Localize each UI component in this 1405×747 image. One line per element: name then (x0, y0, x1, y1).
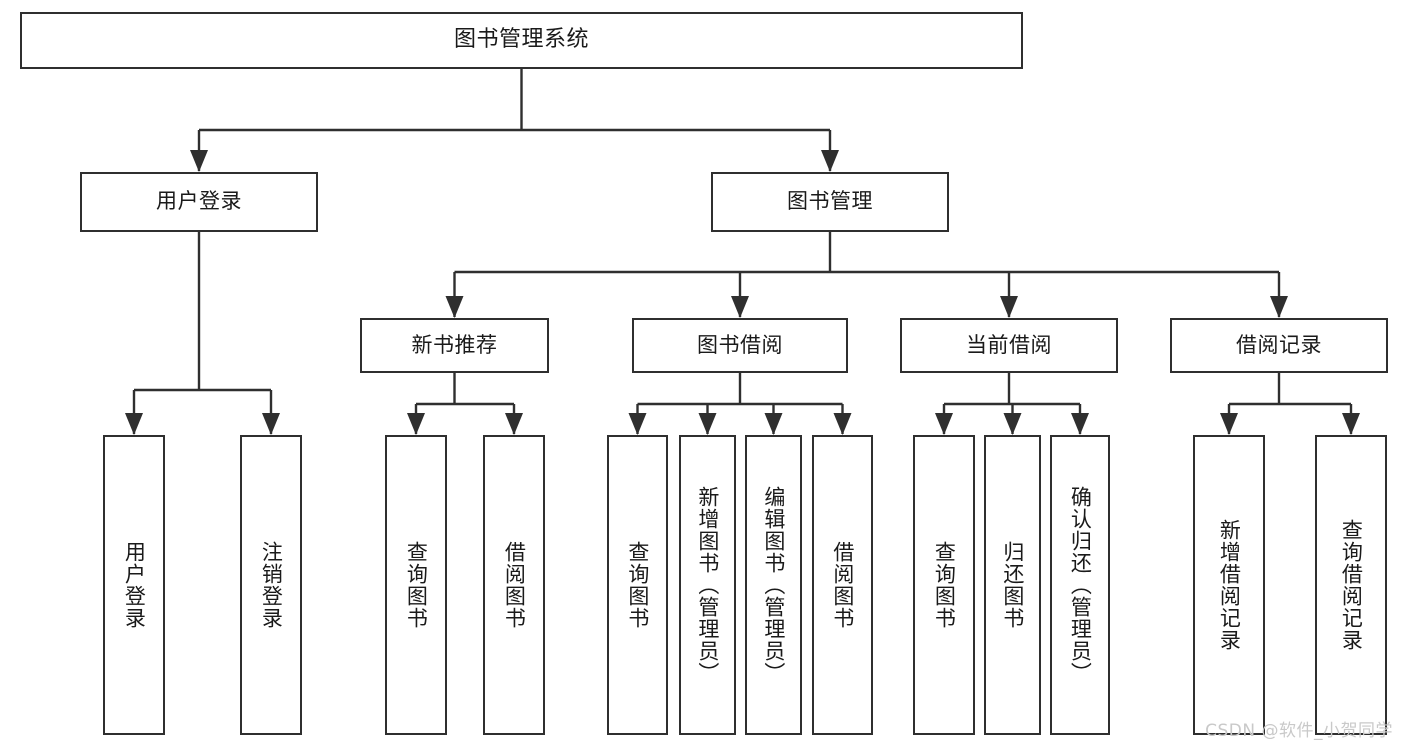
node-book-manage[interactable]: 图书管理 (711, 172, 949, 232)
node-label-leaf-borrow-book-recommend: 借阅图书 (502, 541, 527, 629)
node-leaf-user-login[interactable]: 用户登录 (103, 435, 165, 735)
arrow-head-user-login (190, 150, 208, 172)
arrow-head-leaf-query-borrow-record (1342, 413, 1360, 435)
node-label-root: 图书管理系统 (453, 27, 589, 53)
node-label-leaf-edit-book: 编辑图书（管理员） (761, 486, 786, 684)
node-user-login[interactable]: 用户登录 (80, 172, 318, 232)
node-label-leaf-add-book: 新增图书（管理员） (695, 486, 720, 684)
node-leaf-add-book[interactable]: 新增图书（管理员） (679, 435, 736, 735)
node-leaf-borrow-book[interactable]: 借阅图书 (812, 435, 873, 735)
node-label-leaf-add-borrow-record: 新增借阅记录 (1217, 519, 1242, 651)
arrow-head-current-borrow (1000, 296, 1018, 318)
node-label-leaf-user-logout: 注销登录 (259, 541, 284, 629)
node-new-book-recommend[interactable]: 新书推荐 (360, 318, 549, 373)
node-label-leaf-user-login: 用户登录 (122, 541, 147, 629)
arrow-head-book-borrow (731, 296, 749, 318)
arrow-head-leaf-borrow-book-recommend (505, 413, 523, 435)
node-label-leaf-query-book-recommend: 查询图书 (404, 541, 429, 629)
node-label-leaf-confirm-return: 确认归还（管理员） (1068, 486, 1093, 684)
node-leaf-user-logout[interactable]: 注销登录 (240, 435, 302, 735)
arrow-head-leaf-confirm-return (1071, 413, 1089, 435)
node-label-book-borrow: 图书借阅 (697, 332, 783, 357)
node-leaf-query-book-recommend[interactable]: 查询图书 (385, 435, 447, 735)
node-label-user-login: 用户登录 (156, 189, 242, 214)
node-leaf-query-book-current[interactable]: 查询图书 (913, 435, 975, 735)
node-root[interactable]: 图书管理系统 (20, 12, 1023, 69)
arrow-head-leaf-return-book (1003, 413, 1022, 435)
node-leaf-return-book[interactable]: 归还图书 (984, 435, 1041, 735)
node-label-leaf-return-book: 归还图书 (1000, 541, 1025, 629)
arrow-head-leaf-edit-book (764, 413, 783, 435)
node-label-current-borrow: 当前借阅 (966, 332, 1052, 357)
node-label-borrow-record: 借阅记录 (1236, 332, 1322, 357)
node-borrow-record[interactable]: 借阅记录 (1170, 318, 1388, 373)
node-label-leaf-query-borrow-record: 查询借阅记录 (1339, 519, 1364, 651)
arrow-head-leaf-query-book-recommend (407, 413, 425, 435)
node-leaf-query-borrow-record[interactable]: 查询借阅记录 (1315, 435, 1387, 735)
csdn-watermark: CSDN @软件_小贺同学 (1205, 721, 1393, 741)
node-leaf-borrow-book-recommend[interactable]: 借阅图书 (483, 435, 545, 735)
arrow-head-new-book-recommend (445, 296, 464, 318)
arrow-head-borrow-record (1270, 296, 1288, 318)
arrow-head-leaf-query-book-current (935, 413, 953, 435)
node-leaf-add-borrow-record[interactable]: 新增借阅记录 (1193, 435, 1265, 735)
node-label-leaf-query-book-current: 查询图书 (932, 541, 957, 629)
arrow-head-leaf-query-book-borrow (628, 413, 647, 435)
node-leaf-confirm-return[interactable]: 确认归还（管理员） (1050, 435, 1110, 735)
node-label-leaf-borrow-book: 借阅图书 (830, 541, 855, 629)
arrow-head-leaf-add-borrow-record (1220, 413, 1238, 435)
node-book-borrow[interactable]: 图书借阅 (632, 318, 848, 373)
node-label-new-book-recommend: 新书推荐 (411, 332, 498, 357)
arrow-head-leaf-borrow-book (833, 413, 852, 435)
arrow-head-leaf-user-login (125, 413, 143, 435)
arrow-head-leaf-add-book (698, 413, 717, 435)
node-label-leaf-query-book-borrow: 查询图书 (625, 541, 650, 629)
node-leaf-edit-book[interactable]: 编辑图书（管理员） (745, 435, 802, 735)
arrow-head-book-manage (821, 150, 839, 172)
node-label-book-manage: 图书管理 (787, 189, 873, 214)
node-current-borrow[interactable]: 当前借阅 (900, 318, 1118, 373)
node-leaf-query-book-borrow[interactable]: 查询图书 (607, 435, 668, 735)
arrow-head-leaf-user-logout (262, 413, 280, 435)
